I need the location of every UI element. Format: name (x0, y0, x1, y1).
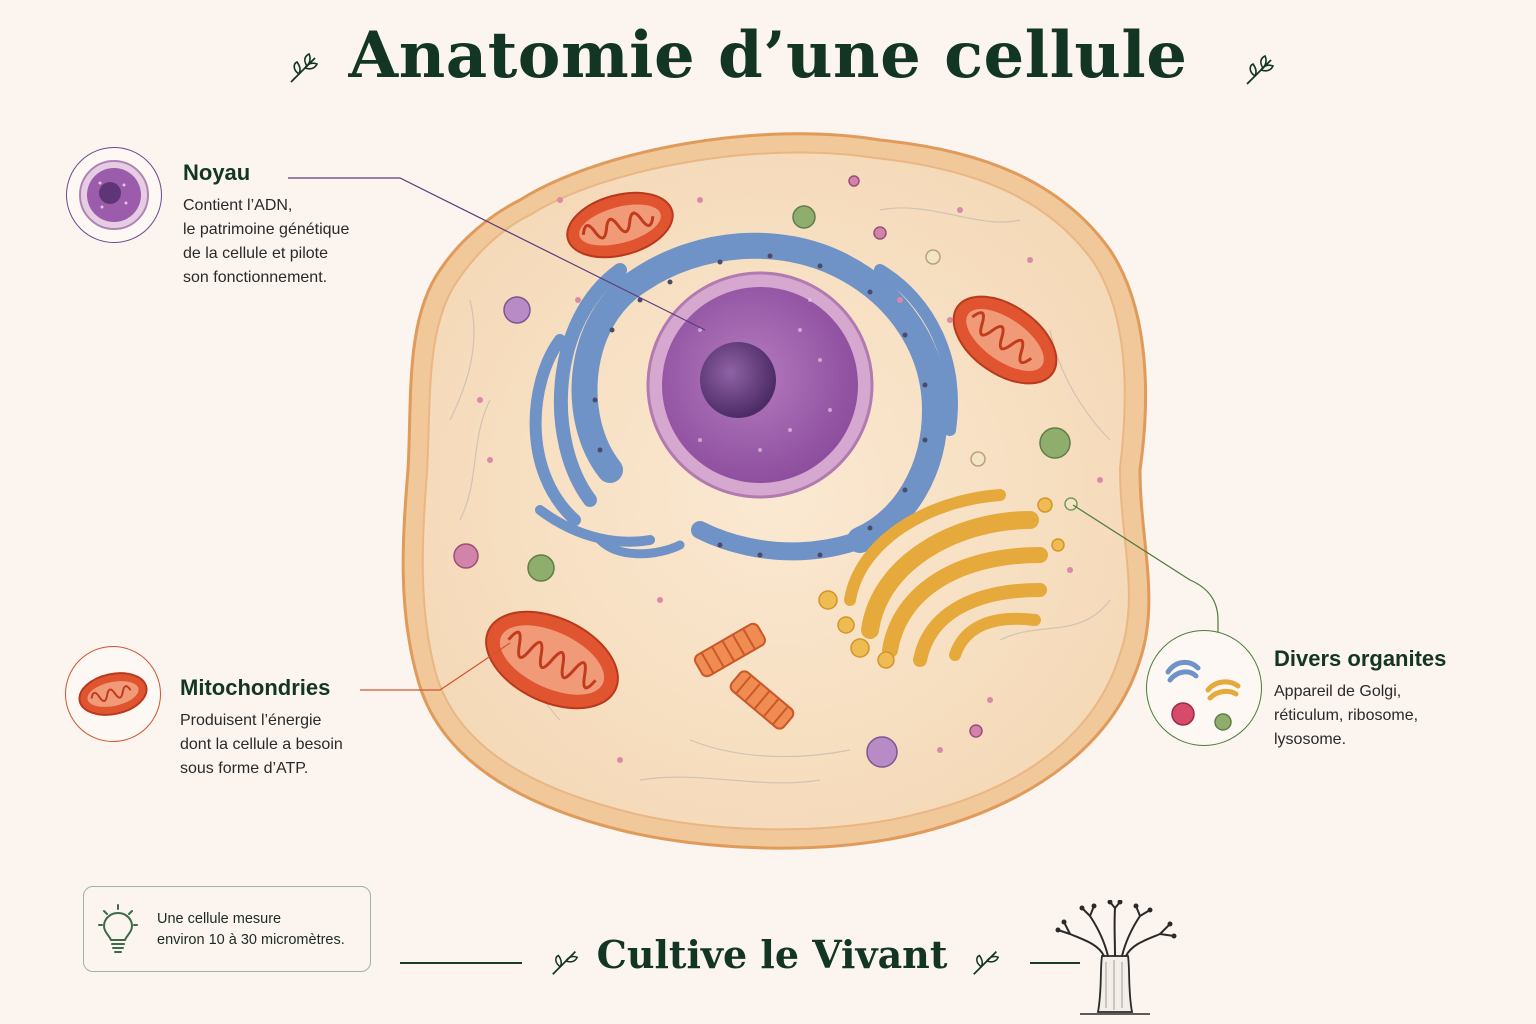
footer-brand: Cultive le Vivant (596, 932, 948, 977)
tip-text: Une cellule mesure environ 10 à 30 micro… (157, 911, 345, 948)
mitochondrion-top-left (566, 191, 674, 259)
right-leaf-ornament-icon (1246, 54, 1275, 85)
mitochondries-callout: Mitochondries Produisent l’énergie dont … (180, 675, 420, 781)
tip-box: Une cellule mesure environ 10 à 30 micro… (83, 886, 371, 972)
mitochondries-description: Produisent l’énergie dont la cellule a b… (180, 712, 343, 777)
mitochondries-leader-line (360, 642, 511, 691)
page-title: Anatomie d’une cellule (348, 18, 1188, 93)
organites-heading: Divers organites (1274, 646, 1447, 671)
centrioles (694, 622, 795, 730)
endoplasmic-reticulum (529, 232, 958, 561)
lysosomes-vesicles (453, 175, 1078, 768)
noyau-leader-line (288, 177, 706, 331)
noyau-thumbnail (66, 147, 162, 243)
organites-callout: Divers organites Appareil de Golgi, réti… (1274, 646, 1514, 752)
nucleus (646, 271, 874, 499)
organites-thumbnail (1146, 630, 1262, 746)
organites-leader-line (1072, 504, 1219, 632)
mitochondrie-thumbnail (65, 646, 161, 742)
mitochondries-heading: Mitochondries (180, 675, 331, 700)
cytoskeleton-fibres (449, 207, 1111, 784)
noyau-description: Contient l’ADN, le patrimoine génétique … (183, 197, 350, 286)
lightbulb-icon (98, 904, 138, 953)
er-ribosomes (592, 253, 928, 558)
footer-left-leaf-icon (552, 951, 579, 975)
noyau-callout: Noyau Contient l’ADN, le patrimoine géné… (183, 160, 423, 290)
mitochondrion-bottom-left (485, 610, 619, 710)
mitochondrion-right (952, 295, 1058, 385)
free-ribosomes (477, 197, 1103, 763)
footer-rule-right (1030, 962, 1080, 964)
footer-right-leaf-icon (973, 951, 1000, 975)
noyau-heading: Noyau (183, 160, 251, 185)
golgi-vesicles (818, 497, 1065, 669)
footer-rule-left (400, 962, 522, 964)
organites-description: Appareil de Golgi, réticulum, ribosome, … (1274, 683, 1419, 748)
golgi-apparatus (844, 489, 1048, 667)
left-leaf-ornament-icon (290, 52, 319, 83)
baobab-tree-icon (1055, 900, 1177, 1015)
